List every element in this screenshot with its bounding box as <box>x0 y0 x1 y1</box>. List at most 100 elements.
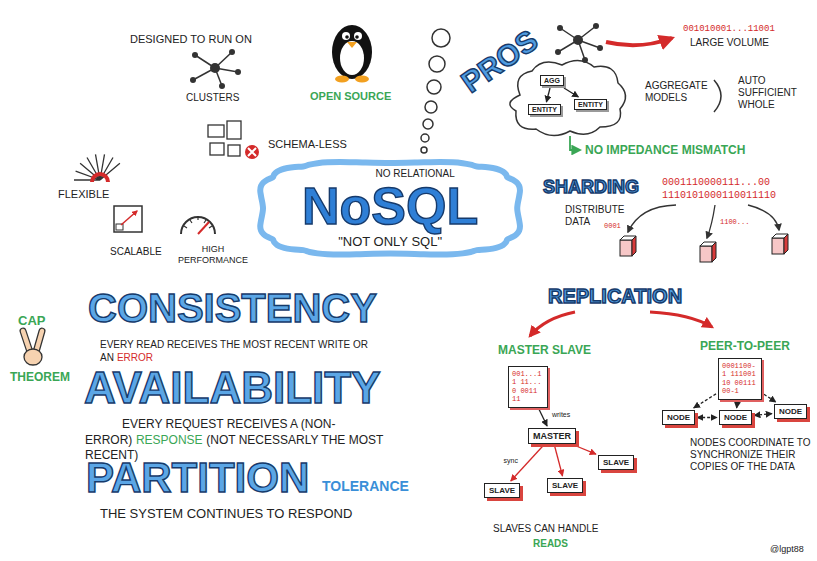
note-text: PEER-TO-PEER <box>700 339 790 353</box>
note-text: SLAVES CAN HANDLE <box>493 523 598 535</box>
note-text: SCALABLE <box>110 246 162 258</box>
connector <box>564 88 578 97</box>
description-text: ERROR <box>117 352 153 363</box>
gauge-needle <box>198 222 209 234</box>
penguin-eye <box>342 32 350 40</box>
thought-bubble <box>423 119 433 129</box>
scalable-frame <box>114 206 142 232</box>
cluster-node <box>192 52 198 58</box>
server-box: MASTER <box>528 428 576 444</box>
cross-mark <box>245 145 259 159</box>
node-text: SLAVE <box>489 486 515 495</box>
note-text: DISTRIBUTE DATA <box>565 204 635 228</box>
node-text: ENTITY <box>578 101 603 108</box>
note-text: AUTO SUFFICIENT WHOLE <box>738 75 810 111</box>
note-text: OPEN SOURCE <box>310 90 391 103</box>
note-text: FLEXIBLE <box>58 188 109 201</box>
heading-text: AVAILABILITY <box>84 364 381 412</box>
cluster-hub <box>573 35 583 45</box>
thought-bubble <box>429 56 445 72</box>
connector <box>764 394 776 402</box>
consequence-arrow <box>570 136 580 150</box>
flexible-arc <box>92 174 108 182</box>
note-text: READS <box>533 538 568 550</box>
connector <box>697 417 717 418</box>
note-text: 1100... <box>720 218 749 226</box>
note-text: THE SYSTEM CONTINUES TO RESPOND <box>100 506 352 522</box>
edge-label: sync <box>502 456 520 463</box>
hand-palm <box>24 349 42 365</box>
note-text: NO IMPEDANCE MISMATCH <box>585 143 745 157</box>
shard-block <box>700 246 712 262</box>
node-text: ENTITY <box>532 106 557 113</box>
topic-cloud: NO RELATIONALNoSQL"NOT ONLY SQL" <box>258 158 522 259</box>
connector <box>555 446 563 476</box>
schema-table <box>210 143 224 155</box>
note-text: HIGH PERFORMANCE <box>176 244 250 266</box>
topic-title: NoSQL <box>302 179 478 234</box>
schema-table <box>227 121 241 139</box>
shard-block <box>620 240 632 256</box>
connector <box>511 446 543 481</box>
connector <box>736 402 738 408</box>
replication-arrow <box>530 312 575 336</box>
note-text: 0001 <box>604 222 621 230</box>
shard-block <box>772 238 784 254</box>
volume-arrow <box>606 38 672 45</box>
description-text: RESPONSE <box>136 433 203 447</box>
node-text: MASTER <box>533 431 571 441</box>
cluster-node <box>555 49 561 55</box>
connector <box>694 394 716 408</box>
schema-table <box>208 125 224 137</box>
penguin-foot <box>355 76 369 83</box>
connector <box>576 446 596 454</box>
bracket <box>714 80 721 112</box>
cluster-hub <box>210 63 220 73</box>
node-text: 001...11 11...0 0011 11 <box>512 370 544 404</box>
note-text: CAP <box>18 313 45 329</box>
shard-arrow <box>628 205 676 232</box>
thought-bubble <box>421 147 427 153</box>
shard-block <box>712 242 716 262</box>
penguin-beak <box>347 42 357 48</box>
note-text: LARGE VOLUME <box>690 37 769 49</box>
server-box: NODE <box>662 410 695 425</box>
note-text: SCHEMA-LESS <box>268 138 347 151</box>
cross-mark <box>248 148 256 156</box>
scale-arrow <box>121 211 137 225</box>
note-text: 0001110000111...00 <box>662 177 770 189</box>
shard-arrow <box>748 205 779 230</box>
entity-box: ENTITY <box>574 99 607 110</box>
cluster-node <box>229 49 235 55</box>
node-text: NO RELATIONAL <box>302 168 478 179</box>
node-text: NODE <box>779 407 802 416</box>
cluster-node <box>597 45 603 51</box>
entity-box: ENTITY <box>528 104 561 115</box>
note-text: DESIGNED TO RUN ON <box>130 33 252 46</box>
aggregate-cloud <box>510 60 626 135</box>
penguin-pupil <box>355 35 359 39</box>
node-text: SLAVE <box>603 458 629 467</box>
thought-bubble <box>432 29 450 47</box>
heading-text: PROS <box>455 23 544 99</box>
replication-arrow <box>650 312 712 327</box>
cluster-node <box>557 25 563 31</box>
thought-bubble <box>427 80 441 94</box>
heading-text: SHARDING <box>543 178 639 198</box>
node-text: SLAVE <box>552 481 578 490</box>
note-text: 1110101000110011110 <box>662 190 776 202</box>
cluster-node <box>190 77 196 83</box>
cluster-node <box>219 83 225 89</box>
note-text: CLUSTERS <box>186 92 239 104</box>
node-text: NODE <box>667 413 690 422</box>
description-block: EVERY REQUEST RECEIVES A (NON-ERROR)RESP… <box>85 417 430 464</box>
penguin-body <box>332 25 372 79</box>
node-text: AGG <box>544 77 560 84</box>
note-text: THEOREM <box>10 370 70 384</box>
edge-label: writes <box>550 410 572 417</box>
shard-block <box>632 236 636 256</box>
thought-bubble <box>421 134 429 142</box>
cluster-link <box>558 26 600 60</box>
heading-text: CONSISTENCY <box>88 286 377 330</box>
